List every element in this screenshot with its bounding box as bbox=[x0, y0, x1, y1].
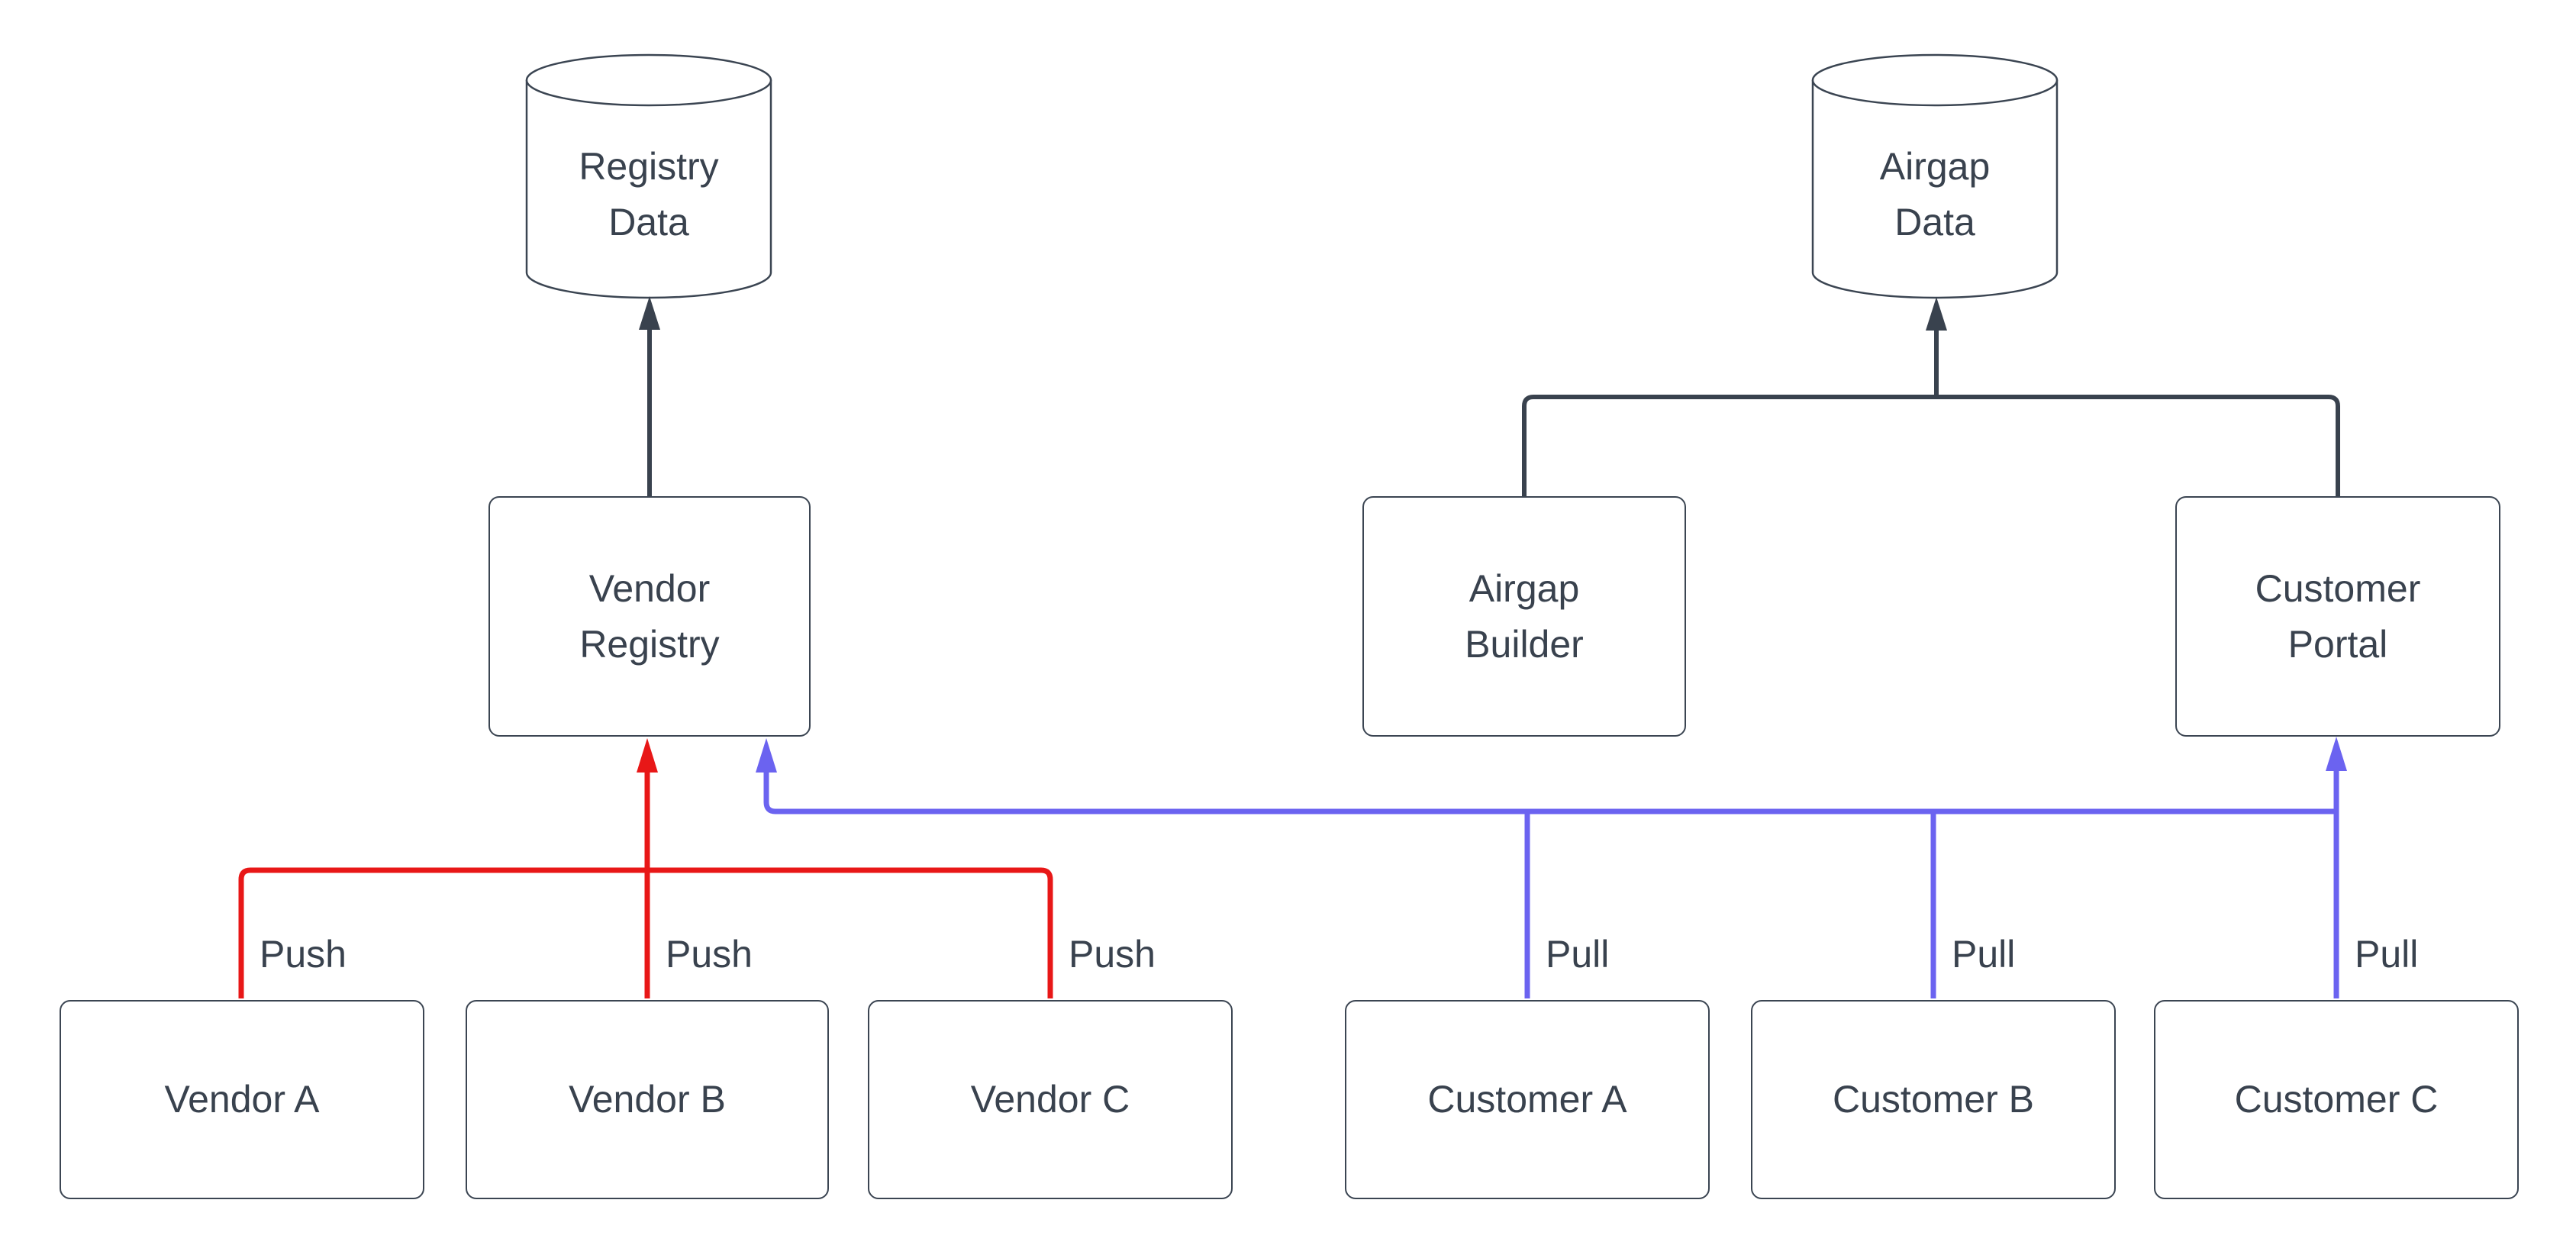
arrowhead-airgap-data bbox=[1926, 297, 1947, 331]
node-label: Registry Data bbox=[579, 145, 719, 244]
cylinder-top bbox=[1811, 53, 2059, 107]
node-label: Airgap Builder bbox=[1465, 566, 1584, 666]
node-label: Vendor A bbox=[164, 1078, 320, 1121]
node-registry-data: Registry Data bbox=[527, 99, 771, 290]
airgap-data-cylinder bbox=[1811, 53, 2059, 299]
node-label: Customer C bbox=[2234, 1078, 2439, 1121]
edge-pull-rail bbox=[763, 771, 2336, 814]
node-label: Vendor Registry bbox=[579, 566, 720, 666]
node-airgap-builder: Airgap Builder bbox=[1362, 496, 1686, 737]
arrowhead-registry-data bbox=[639, 296, 660, 330]
node-airgap-data: Airgap Data bbox=[1813, 99, 2057, 290]
node-label: Customer Portal bbox=[2255, 566, 2421, 666]
node-vendor-registry: Vendor Registry bbox=[488, 496, 811, 737]
node-vendor-a: Vendor A bbox=[60, 1000, 424, 1199]
node-label: Vendor C bbox=[970, 1078, 1130, 1121]
node-customer-b: Customer B bbox=[1751, 1000, 2116, 1199]
edge-label-push-vendor-a: Push bbox=[260, 933, 347, 976]
node-label: Customer B bbox=[1833, 1078, 2034, 1121]
node-vendor-b: Vendor B bbox=[466, 1000, 829, 1199]
node-label: Airgap Data bbox=[1879, 145, 1991, 244]
edge-label-pull-customer-c: Pull bbox=[2355, 933, 2419, 976]
node-customer-portal: Customer Portal bbox=[2175, 496, 2500, 737]
cylinder-top bbox=[525, 53, 772, 107]
cylinder-body bbox=[525, 80, 772, 299]
edge-label-push-vendor-c: Push bbox=[1069, 933, 1156, 976]
arrowhead-pull-vendor-registry bbox=[756, 738, 777, 773]
edge-label-pull-customer-b: Pull bbox=[1952, 933, 2016, 976]
cylinder-body bbox=[1811, 80, 2059, 299]
node-vendor-c: Vendor C bbox=[868, 1000, 1233, 1199]
arrowhead-pull-customer-portal bbox=[2326, 737, 2347, 771]
node-customer-c: Customer C bbox=[2154, 1000, 2519, 1199]
registry-data-cylinder bbox=[525, 53, 772, 299]
arrowhead-push-vendor-registry bbox=[637, 738, 658, 773]
edge-label-push-vendor-b: Push bbox=[666, 933, 753, 976]
edge-airgap-builder-customer-portal-trunk bbox=[1522, 395, 2340, 496]
node-label: Customer A bbox=[1427, 1078, 1627, 1121]
node-label: Vendor B bbox=[569, 1078, 726, 1121]
node-customer-a: Customer A bbox=[1345, 1000, 1710, 1199]
edge-label-pull-customer-a: Pull bbox=[1546, 933, 1610, 976]
